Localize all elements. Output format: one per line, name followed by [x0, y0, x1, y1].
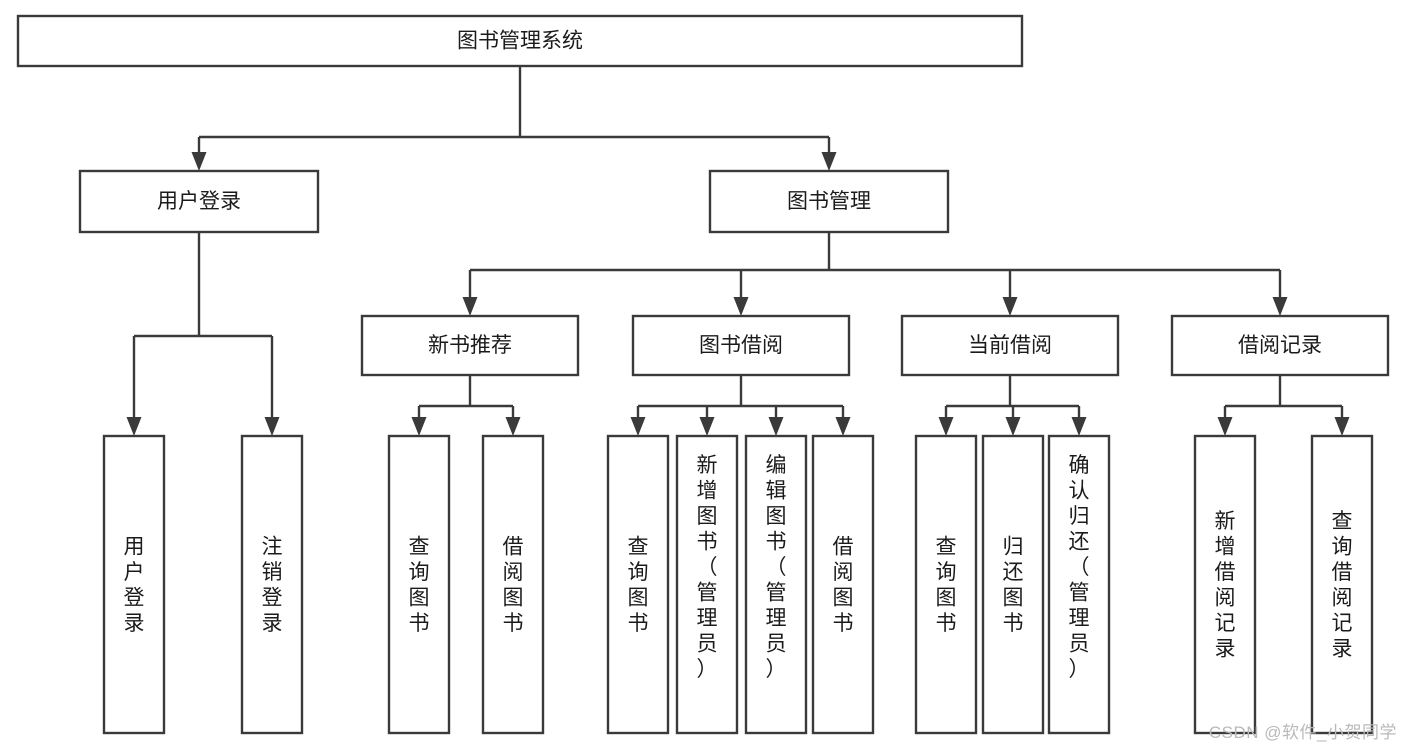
node-label: 用户登录 [157, 190, 241, 213]
node-l2-2[interactable]: 当前借阅 [900, 314, 1120, 377]
node-label: 图书管理 [787, 190, 871, 213]
arrow-head-icon [1217, 417, 1233, 436]
node-leaf-1[interactable]: 注销登录 [240, 434, 304, 735]
node-box [900, 314, 1120, 377]
node-label: 确认归还（管理员） [1069, 454, 1090, 681]
node-leaf-0[interactable]: 用户登录 [102, 434, 166, 735]
node-box [78, 169, 320, 234]
node-box [102, 434, 166, 735]
node-label: 归还图书 [1003, 535, 1024, 635]
arrow-head-icon [411, 417, 427, 436]
node-label: 编辑图书（管理员） [766, 454, 787, 681]
node-leaf-5[interactable]: 新增图书（管理员） [675, 434, 739, 735]
node-box [1310, 434, 1374, 735]
node-label: 新书推荐 [428, 334, 512, 357]
node-label: 当前借阅 [968, 334, 1052, 357]
watermark-label: CSDN @软件_小贺同学 [1208, 723, 1397, 742]
node-label: 图书借阅 [699, 334, 783, 357]
node-box [481, 434, 545, 735]
node-l2-3[interactable]: 借阅记录 [1170, 314, 1390, 377]
arrow-head-icon [264, 417, 280, 436]
node-l2-1[interactable]: 图书借阅 [631, 314, 851, 377]
arrow-head-icon [733, 297, 749, 316]
node-leaf-8[interactable]: 查询图书 [914, 434, 978, 735]
node-box [387, 434, 451, 735]
arrow-head-icon [505, 417, 521, 436]
node-leaf-12[interactable]: 查询借阅记录 [1310, 434, 1374, 735]
node-label: 借阅记录 [1238, 334, 1322, 357]
node-box [708, 169, 950, 234]
node-leaf-6[interactable]: 编辑图书（管理员） [744, 434, 808, 735]
arrow-head-icon [938, 417, 954, 436]
node-leaf-7[interactable]: 借阅图书 [811, 434, 875, 735]
arrow-head-icon [768, 417, 784, 436]
node-leaf-10[interactable]: 确认归还（管理员） [1047, 434, 1111, 735]
node-box [811, 434, 875, 735]
node-label: 借阅图书 [833, 535, 854, 635]
arrow-head-icon [126, 417, 142, 436]
node-box [16, 14, 1024, 68]
node-label: 图书管理系统 [457, 30, 583, 53]
node-box [675, 434, 739, 735]
arrow-head-icon [835, 417, 851, 436]
arrow-head-icon [1002, 297, 1018, 316]
edges-layer [126, 66, 1350, 436]
node-label: 新增借阅记录 [1215, 510, 1236, 661]
node-label: 借阅图书 [503, 535, 524, 635]
arrow-head-icon [462, 297, 478, 316]
node-leaf-4[interactable]: 查询图书 [606, 434, 670, 735]
node-box [240, 434, 304, 735]
node-box [1170, 314, 1390, 377]
node-l2-0[interactable]: 新书推荐 [360, 314, 580, 377]
node-box [1193, 434, 1257, 735]
arrow-head-icon [821, 152, 837, 171]
arrow-head-icon [1334, 417, 1350, 436]
arrow-head-icon [1272, 297, 1288, 316]
node-leaf-2[interactable]: 查询图书 [387, 434, 451, 735]
node-box [631, 314, 851, 377]
node-box [360, 314, 580, 377]
node-label: 查询图书 [936, 535, 957, 635]
node-box [914, 434, 978, 735]
arrow-head-icon [191, 152, 207, 171]
node-leaf-9[interactable]: 归还图书 [981, 434, 1045, 735]
node-box [606, 434, 670, 735]
node-label: 注销登录 [262, 535, 283, 635]
node-label: 用户登录 [124, 535, 145, 635]
node-label: 新增图书（管理员） [697, 454, 718, 681]
arrow-head-icon [1005, 417, 1021, 436]
node-l1-0[interactable]: 用户登录 [78, 169, 320, 234]
arrow-head-icon [699, 417, 715, 436]
node-leaf-11[interactable]: 新增借阅记录 [1193, 434, 1257, 735]
node-label: 查询图书 [628, 535, 649, 635]
nodes-layer: 图书管理系统用户登录图书管理新书推荐图书借阅当前借阅借阅记录用户登录注销登录查询… [16, 14, 1390, 735]
node-leaf-3[interactable]: 借阅图书 [481, 434, 545, 735]
arrow-head-icon [1071, 417, 1087, 436]
node-label: 查询借阅记录 [1332, 510, 1353, 661]
node-box [981, 434, 1045, 735]
node-label: 查询图书 [409, 535, 430, 635]
arrow-head-icon [630, 417, 646, 436]
node-box [744, 434, 808, 735]
node-box [1047, 434, 1111, 735]
node-root[interactable]: 图书管理系统 [16, 14, 1024, 68]
node-l1-1[interactable]: 图书管理 [708, 169, 950, 234]
